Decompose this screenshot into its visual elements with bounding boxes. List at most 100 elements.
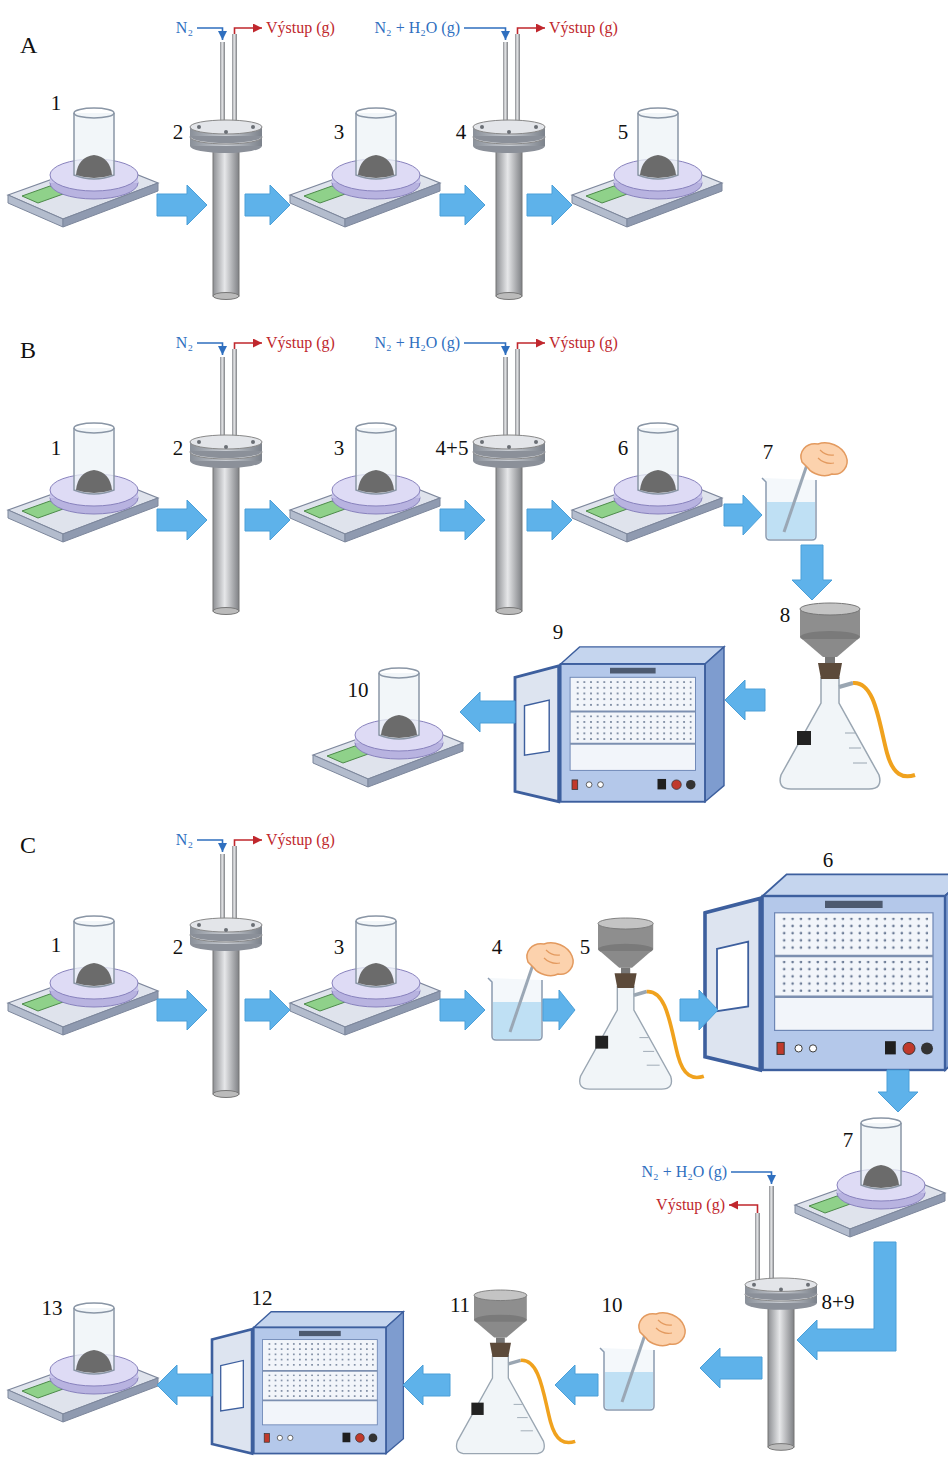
outlet-pipe: [232, 349, 237, 443]
step-box: 3: [290, 905, 440, 1050]
step-number: 3: [334, 122, 345, 143]
step-box: 6: [572, 410, 724, 555]
step-number: 1: [51, 93, 62, 114]
step-box: 7: [795, 1112, 945, 1242]
step-box: 3: [290, 95, 440, 240]
balance: [313, 668, 463, 787]
inlet-pipe: [503, 357, 508, 443]
flow-arrow: [440, 185, 485, 225]
step-number: 1: [51, 438, 62, 459]
balance: [290, 423, 440, 542]
step-box: 4: [485, 945, 543, 1045]
step-box: 9: [515, 645, 725, 802]
step-number: 1: [51, 935, 62, 956]
gas-inlet-line: [197, 840, 223, 852]
step-box: 4: [485, 112, 527, 302]
flow-arrow: [245, 990, 290, 1030]
gas-label: Výstup (g): [549, 335, 618, 351]
step-number: 5: [618, 122, 629, 143]
gas-label: N₂: [176, 335, 193, 351]
gas-label: N₂ + H₂O (g): [375, 335, 461, 351]
gas-outlet-line: [729, 1205, 758, 1213]
step-box: 1: [10, 410, 157, 555]
panel-letter: B: [20, 338, 36, 362]
balance: [572, 108, 722, 227]
flow-arrow: [440, 500, 485, 540]
step-number: 3: [334, 438, 345, 459]
gas-label: Výstup (g): [266, 832, 335, 848]
step-number: 7: [763, 442, 774, 463]
flow-arrow: [527, 185, 572, 225]
step-box: 2: [207, 915, 245, 1100]
gas-outlet-line: [518, 343, 546, 349]
step-number: 2: [173, 122, 184, 143]
filter-flask: [780, 603, 915, 789]
step-box: 6: [718, 872, 948, 1070]
gas-inlet-line: [464, 28, 506, 40]
step-number: 8+9: [822, 1292, 855, 1313]
flow-arrow: [878, 1070, 918, 1112]
inlet-pipe: [220, 42, 225, 128]
flow-arrow: [555, 1365, 598, 1405]
gas-label: Výstup (g): [656, 1197, 725, 1213]
gas-label: Výstup (g): [266, 20, 335, 36]
step-number: 13: [42, 1298, 63, 1319]
step-box: 10: [315, 655, 460, 795]
balance: [290, 916, 440, 1035]
gas-inlet-line: [731, 1172, 772, 1184]
step-number: 4: [456, 122, 467, 143]
outlet-pipe: [515, 349, 520, 443]
step-number: 4+5: [436, 438, 469, 459]
outlet-pipe: [515, 34, 520, 128]
inlet-pipe: [220, 854, 225, 926]
step-box: 8+9: [762, 1280, 797, 1452]
gas-label: Výstup (g): [549, 20, 618, 36]
drying-oven: [705, 874, 948, 1070]
gas-label: N₂: [176, 832, 193, 848]
panel-letter: C: [20, 833, 36, 857]
gas-inlet-line: [464, 343, 506, 355]
flow-arrow: [440, 990, 485, 1030]
step-box: 5: [572, 95, 722, 240]
flow-arrow: [403, 1365, 450, 1405]
flow-arrow: [725, 680, 765, 720]
step-box: 3: [290, 410, 440, 555]
balance: [8, 916, 158, 1035]
step-number: 4: [492, 937, 503, 958]
step-box: 13: [10, 1295, 157, 1435]
gas-outlet-line: [235, 28, 263, 34]
step-box: 1: [10, 95, 157, 240]
beaker-stirring: [600, 1313, 685, 1410]
beaker-stirring: [762, 443, 847, 540]
flow-arrow: [797, 1242, 896, 1360]
step-box: 2: [207, 112, 245, 302]
balance: [572, 423, 722, 542]
step-box: 4+5: [485, 427, 527, 617]
step-number: 6: [823, 850, 834, 871]
filter-flask: [456, 1290, 575, 1454]
step-number: 8: [780, 605, 791, 626]
gas-label: Výstup (g): [266, 335, 335, 351]
step-box: 12: [212, 1310, 403, 1454]
step-number: 2: [173, 937, 184, 958]
step-number: 12: [252, 1288, 273, 1309]
step-number: 5: [580, 937, 591, 958]
flow-arrow: [245, 185, 290, 225]
step-box: 5: [575, 915, 680, 1090]
gas-inlet-line: [197, 28, 223, 40]
balance: [8, 1303, 158, 1422]
flow-arrow: [157, 1365, 212, 1405]
flow-arrow: [700, 1348, 762, 1388]
drying-oven: [212, 1312, 403, 1454]
balance: [795, 1118, 945, 1237]
step-number: 3: [334, 937, 345, 958]
outlet-pipe: [755, 1213, 760, 1286]
balance: [8, 108, 158, 227]
flow-arrow: [680, 990, 718, 1030]
drying-oven: [515, 647, 724, 802]
balance: [290, 108, 440, 227]
gas-outlet-line: [235, 840, 263, 846]
